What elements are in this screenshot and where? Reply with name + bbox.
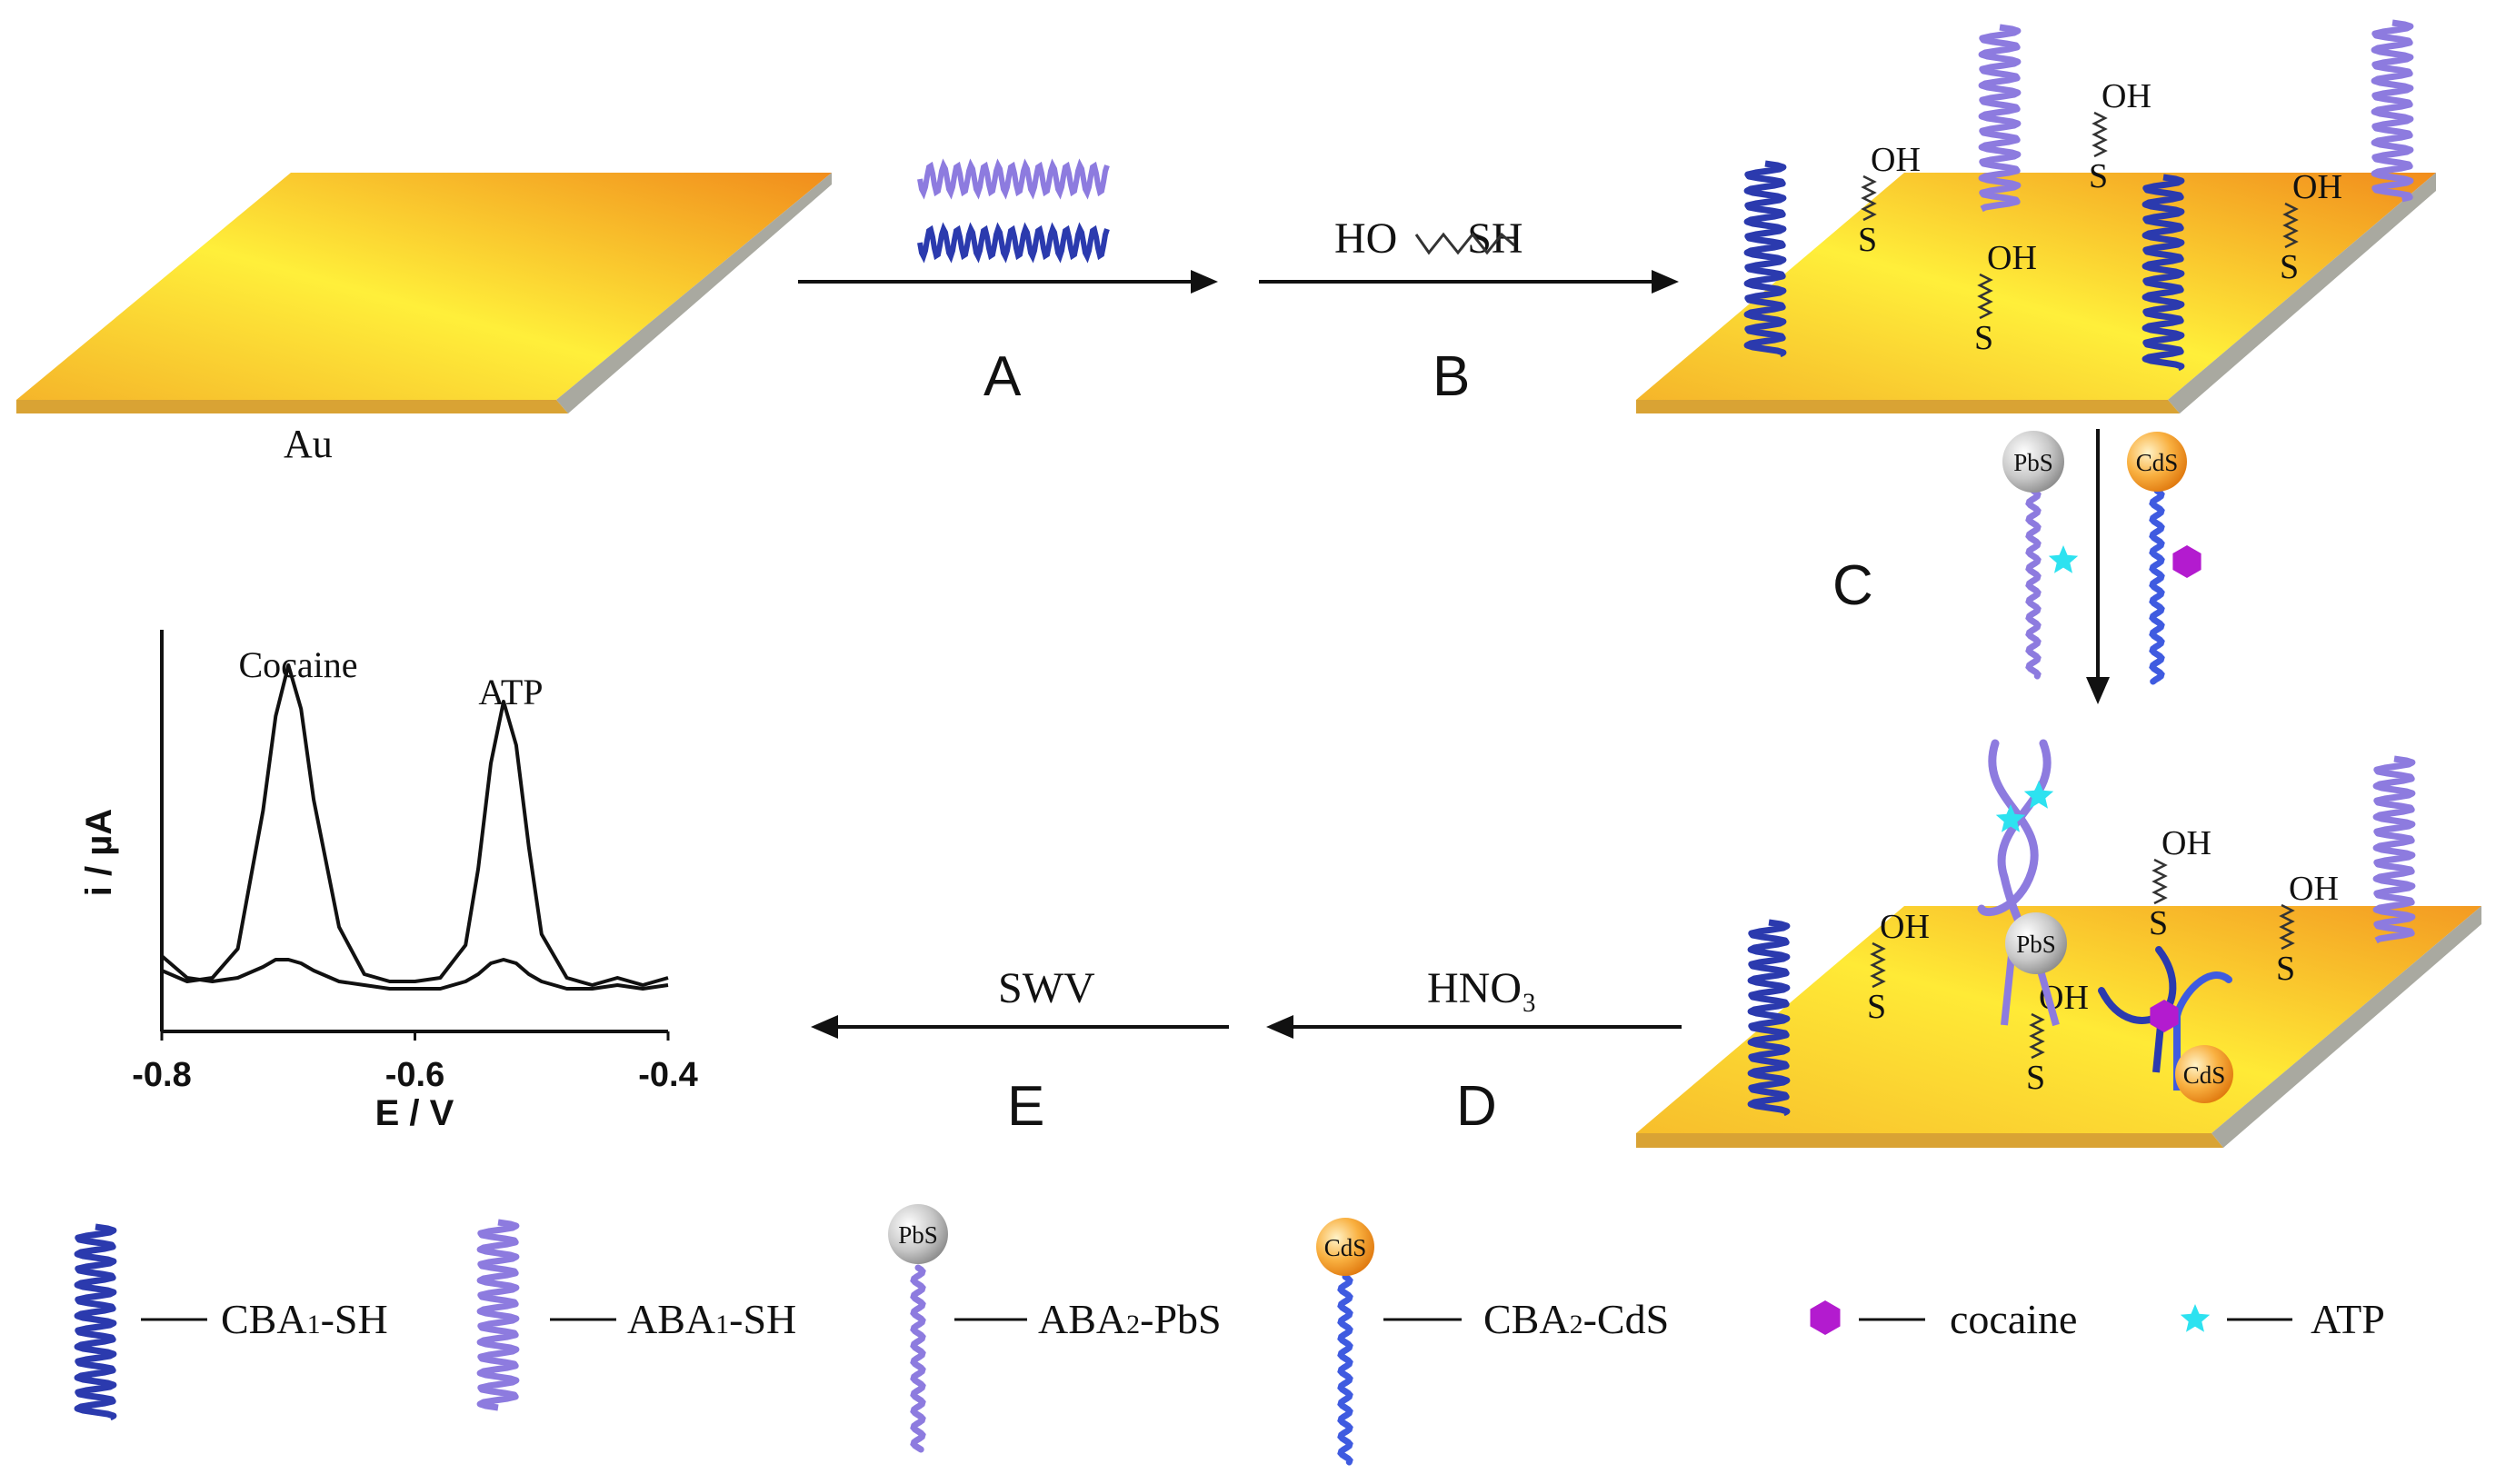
s-label: S <box>2089 157 2108 195</box>
aptamer-dark-coil <box>917 222 1110 264</box>
cba1-coil <box>1747 919 1791 1117</box>
s-label: S <box>2026 1059 2045 1097</box>
oh-label: OH <box>2162 824 2211 862</box>
swv-curve-2 <box>160 954 669 991</box>
step-e-label: E <box>1007 1075 1044 1138</box>
alkyl-chain <box>2029 1012 2045 1060</box>
s-label: S <box>1858 221 1877 259</box>
gold-plate-modified <box>1636 173 2436 413</box>
y-axis-label: i / µA <box>79 809 119 896</box>
swv-chart: -0.8 -0.6 -0.4 E / V i / µA Cocaine ATP <box>79 630 698 1133</box>
cba2-cds-probe: CdS <box>2127 432 2187 685</box>
s-label: S <box>1867 988 1886 1026</box>
oh-label: OH <box>2102 77 2152 115</box>
oh-label: OH <box>2289 870 2339 908</box>
reagent-b-label: HO SH <box>1334 214 1523 263</box>
legend-item-aba1-sh: ABA1-SH <box>627 1296 796 1342</box>
legend-aba2-pbs-probe: PbS <box>888 1204 948 1453</box>
cocaine-hexagon <box>2150 1000 2179 1032</box>
arrow-step-d <box>1266 1015 1682 1039</box>
x-tick-label: -0.8 <box>132 1056 191 1094</box>
alkyl-chain <box>2279 903 2295 951</box>
legend: CBA1-SH ABA1-SH PbS ABA2-PbS CdS CBA2-Cd… <box>74 1204 2385 1466</box>
mch-linker: OH S <box>1974 239 2037 357</box>
mch-linker: OH S <box>1867 908 1930 1026</box>
gold-plate-bound <box>1636 906 2481 1148</box>
gold-plate-au <box>16 173 832 413</box>
svg-text:PbS: PbS <box>898 1221 938 1249</box>
step-a-label: A <box>983 345 1022 408</box>
legend-aba1-coil <box>476 1219 520 1411</box>
swv-curve-1 <box>161 663 669 987</box>
mch-linker: OH S <box>2280 168 2342 286</box>
arrow-step-b <box>1259 270 1679 294</box>
s-label: S <box>1974 319 1993 357</box>
s-label: S <box>2149 904 2168 942</box>
x-axis-label: E / V <box>375 1093 454 1133</box>
aptamer-light-coil <box>917 158 1110 200</box>
x-tick-label: -0.4 <box>638 1056 697 1094</box>
legend-cba1-coil <box>74 1223 117 1421</box>
step-c-label: C <box>1832 554 1873 617</box>
cba1-coil <box>2142 174 2185 372</box>
step-d-label: D <box>1456 1075 1497 1138</box>
cba1-coil <box>1743 160 1787 358</box>
reagent-d-label: HNO₃ <box>1427 964 1537 1012</box>
s-label: S <box>2280 248 2299 286</box>
alkyl-chain <box>2152 858 2168 905</box>
legend-item-cba1-sh: CBA1-SH <box>221 1296 388 1342</box>
arrow-step-e <box>811 1015 1229 1039</box>
alkyl-chain <box>2092 111 2108 158</box>
arrow-step-a <box>798 270 1218 294</box>
alkyl-chain <box>1861 174 1877 222</box>
atp-star <box>2023 781 2054 809</box>
reagent-b-alkyl-chain <box>1414 232 1515 255</box>
legend-item-cba2-cds: CBA2-CdS <box>1483 1296 1669 1342</box>
step-b-label: B <box>1433 345 1470 408</box>
svg-text:CdS: CdS <box>2183 1061 2226 1089</box>
atp-star <box>2048 545 2079 573</box>
legend-atp-star <box>2180 1304 2211 1332</box>
oh-label: OH <box>1871 141 1921 179</box>
aba1-coil <box>2371 19 2414 203</box>
legend-item-aba2-pbs: ABA2-PbS <box>1038 1296 1222 1342</box>
atp-bound-pbs-complex: PbS <box>1977 739 2067 1027</box>
svg-text:CdS: CdS <box>2136 449 2179 476</box>
legend-cocaine-hexagon <box>1810 1300 1841 1335</box>
legend-item-atp: ATP <box>2311 1296 2385 1342</box>
atp-star <box>1995 804 2026 832</box>
mch-linker: OH S <box>2276 870 2339 988</box>
reagent-e-label: SWV <box>998 964 1095 1012</box>
arrow-step-c <box>2086 429 2110 704</box>
mch-linker: OH S <box>1858 141 1921 259</box>
annotation-cocaine: Cocaine <box>238 644 357 685</box>
aba1-coil <box>1978 24 2022 213</box>
legend-item-cocaine: cocaine <box>1950 1296 2077 1342</box>
alkyl-chain <box>1870 941 1886 989</box>
x-tick-label: -0.6 <box>385 1056 444 1094</box>
cocaine-hexagon <box>2172 545 2201 578</box>
oh-label: OH <box>2292 168 2342 206</box>
aba1-coil <box>2372 755 2416 944</box>
oh-label: OH <box>1880 908 1930 946</box>
mch-linker: OH S <box>2149 824 2211 942</box>
oh-label: OH <box>1987 239 2037 277</box>
mch-linker: OH S <box>2089 77 2152 195</box>
au-label: Au <box>284 422 333 466</box>
alkyl-chain <box>1977 273 1993 320</box>
aba2-pbs-probe: PbS <box>2002 431 2064 680</box>
s-label: S <box>2276 950 2295 988</box>
svg-text:CdS: CdS <box>1324 1234 1367 1261</box>
alkyl-chain <box>2282 202 2299 249</box>
svg-text:PbS: PbS <box>2013 449 2053 476</box>
svg-text:PbS: PbS <box>2016 931 2056 958</box>
legend-cba2-cds-probe: CdS <box>1316 1218 1374 1466</box>
annotation-atp: ATP <box>478 672 543 712</box>
